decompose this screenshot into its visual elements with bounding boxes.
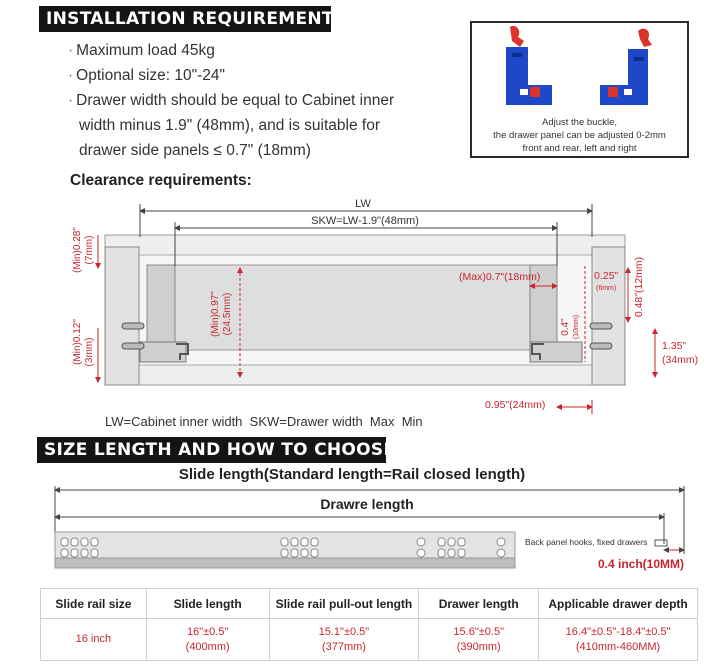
- table-header: Applicable drawer depth: [538, 588, 698, 619]
- buckle-caption-line: the drawer panel can be adjusted 0-2mm: [493, 130, 666, 141]
- cell-line: (377mm): [321, 640, 366, 653]
- mm10-label: (10mm): [573, 315, 580, 339]
- cell-line: (410mm-460MM): [575, 640, 661, 653]
- buckle-caption: Adjust the buckle, the drawer panel can …: [472, 116, 687, 155]
- cell-line: (400mm): [185, 640, 230, 653]
- requirement-width-line2: width minus 1.9" (48mm), and is suitable…: [79, 117, 380, 134]
- table-header: Slide rail pull-out length: [268, 588, 420, 619]
- skw-label: SKW=LW-1.9"(48mm): [311, 215, 419, 227]
- v04-label: 0.4": [560, 318, 571, 336]
- table-cell: 16 inch: [40, 618, 147, 661]
- table-header: Slide length: [145, 588, 270, 619]
- requirement-size: ·Optional size: 10"-24": [68, 67, 226, 84]
- table-cell: 15.6"±0.5" (390mm): [418, 618, 540, 661]
- cell-line: 16.4"±0.5"-18.4"±0.5": [565, 625, 671, 638]
- cell-line: 16"±0.5": [186, 625, 229, 638]
- table-header-row: Slide rail size Slide length Slide rail …: [40, 588, 698, 619]
- v048-label: 0.48"(12mm): [633, 257, 645, 317]
- table-header: Slide rail size: [40, 588, 147, 619]
- buckle-caption-line: Adjust the buckle,: [542, 117, 617, 128]
- slide-rail-diagram: Drawre length Back panel hooks, fixed dr…: [54, 486, 685, 571]
- requirement-width: ·Drawer width should be equal to Cabinet…: [68, 92, 395, 109]
- v135-label: 1.35": [662, 340, 686, 352]
- requirement-width-line3: drawer side panels ≤ 0.7" (18mm): [79, 142, 311, 159]
- max07-label: (Max)0.7"(18mm): [459, 271, 540, 283]
- table-cell: 15.1"±0.5" (377mm): [268, 618, 420, 661]
- install-requirements-list: ·Maximum load 45kg ·Optional size: 10"-2…: [68, 38, 394, 163]
- mm34-label: (34mm): [662, 354, 698, 366]
- req-text: Maximum load 45kg: [76, 42, 215, 59]
- table-row: 16 inch 16"±0.5" (400mm) 15.1"±0.5" (377mm…: [40, 618, 698, 661]
- clearance-title: Clearance requirements:: [70, 172, 252, 189]
- clearance-diagram: LW SKW=LW-1.9"(48mm) (Min)0.28" (7mm) (M…: [72, 198, 698, 414]
- back-hooks-label: Back panel hooks, fixed drawers: [525, 537, 647, 547]
- buckle-adjust-box: Adjust the buckle, the drawer panel can …: [470, 21, 689, 158]
- mm7-label: (7mm): [84, 236, 95, 265]
- req-text: Drawer width should be equal to Cabinet …: [76, 92, 395, 109]
- v025-label: 0.25": [594, 270, 618, 282]
- min097-label: (Min)0.97": [210, 291, 221, 337]
- requirement-max-load: ·Maximum load 45kg: [68, 42, 215, 59]
- drawer-length-label: Drawre length: [320, 496, 413, 512]
- mm3-label: (3mm): [84, 338, 95, 367]
- table-cell: 16"±0.5" (400mm): [145, 618, 270, 661]
- clearance-legend: LW=Cabinet inner width SKW=Drawer width …: [105, 414, 423, 429]
- table-cell: 16.4"±0.5"-18.4"±0.5" (410mm-460MM): [538, 618, 698, 661]
- gap-label: 0.4 inch(10MM): [598, 557, 684, 571]
- cell-line: 15.1"±0.5": [318, 625, 370, 638]
- size-banner: SIZE LENGTH AND HOW TO CHOOSE: [37, 437, 395, 463]
- install-banner: INSTALLATION REQUIREMENTS:: [39, 6, 353, 32]
- slide-length-title: Slide length(Standard length=Rail closed…: [178, 466, 526, 483]
- min012-label: (Min)0.12": [72, 319, 83, 365]
- buckle-caption-line: front and rear, left and right: [522, 143, 637, 154]
- v095-label: 0.95"(24mm): [485, 399, 545, 411]
- mm6-label: (6mm): [596, 285, 616, 292]
- cell-line: 15.6"±0.5": [453, 625, 504, 638]
- min028-label: (Min)0.28": [72, 227, 83, 273]
- table-header: Drawer length: [418, 588, 540, 619]
- lw-label: LW: [355, 198, 371, 210]
- mm245-label: (24.5mm): [222, 293, 233, 336]
- cell-line: (390mm): [456, 640, 501, 653]
- req-text: Optional size: 10"-24": [76, 67, 226, 84]
- buckle-illustration: [506, 25, 652, 105]
- size-table: Slide rail size Slide length Slide rail …: [40, 588, 698, 661]
- size-table-wrap: Slide rail size Slide length Slide rail …: [40, 588, 698, 661]
